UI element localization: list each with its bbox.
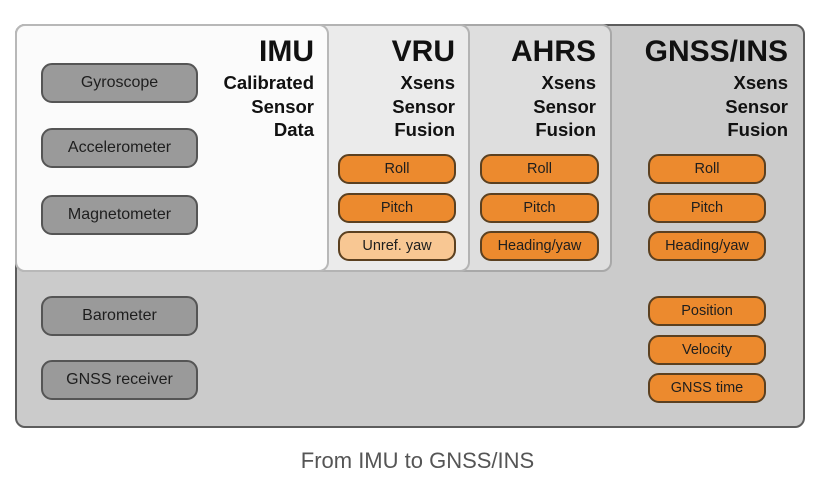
sensor-gnss-receiver: GNSS receiver	[41, 360, 198, 400]
gnss-output-position: Position	[648, 296, 766, 326]
vru-subtitle-3: Fusion	[394, 119, 455, 140]
gnss-output-pitch: Pitch	[648, 193, 766, 223]
imu-subtitle-3: Data	[273, 119, 314, 140]
gnss-output-velocity: Velocity	[648, 335, 766, 365]
vru-output-roll: Roll	[338, 154, 456, 184]
gnss-ins-subtitle-3: Fusion	[727, 119, 788, 140]
vru-output-unref-yaw: Unref. yaw	[338, 231, 456, 261]
vru-subtitle-1: Xsens	[400, 72, 455, 93]
imu-subtitle-1: Calibrated	[223, 72, 314, 93]
ahrs-output-pitch: Pitch	[480, 193, 599, 223]
vru-output-pitch: Pitch	[338, 193, 456, 223]
imu-title: IMU	[259, 35, 314, 68]
gnss-ins-title: GNSS/INS	[644, 35, 788, 68]
imu-subtitle-2: Sensor	[251, 95, 314, 117]
gnss-output-heading-yaw: Heading/yaw	[648, 231, 766, 261]
gnss-output-roll: Roll	[648, 154, 766, 184]
sensor-magnetometer: Magnetometer	[41, 195, 198, 235]
sensor-barometer: Barometer	[41, 296, 198, 336]
figure-caption: From IMU to GNSS/INS	[300, 448, 535, 473]
vru-subtitle-2: Sensor	[392, 95, 455, 117]
ahrs-title: AHRS	[510, 35, 596, 68]
sensor-accelerometer: Accelerometer	[41, 128, 198, 168]
ahrs-subtitle-1: Xsens	[541, 72, 596, 93]
gnss-ins-subtitle-2: Sensor	[725, 95, 788, 117]
sensor-gyroscope: Gyroscope	[41, 63, 198, 103]
gnss-output-gnss-time: GNSS time	[648, 373, 766, 403]
gnss-ins-subtitle-1: Xsens	[733, 72, 788, 93]
ahrs-subtitle-2: Sensor	[533, 95, 596, 117]
ahrs-subtitle-3: Fusion	[535, 119, 596, 140]
ahrs-output-heading-yaw: Heading/yaw	[480, 231, 599, 261]
vru-title: VRU	[391, 35, 455, 68]
ahrs-output-roll: Roll	[480, 154, 599, 184]
